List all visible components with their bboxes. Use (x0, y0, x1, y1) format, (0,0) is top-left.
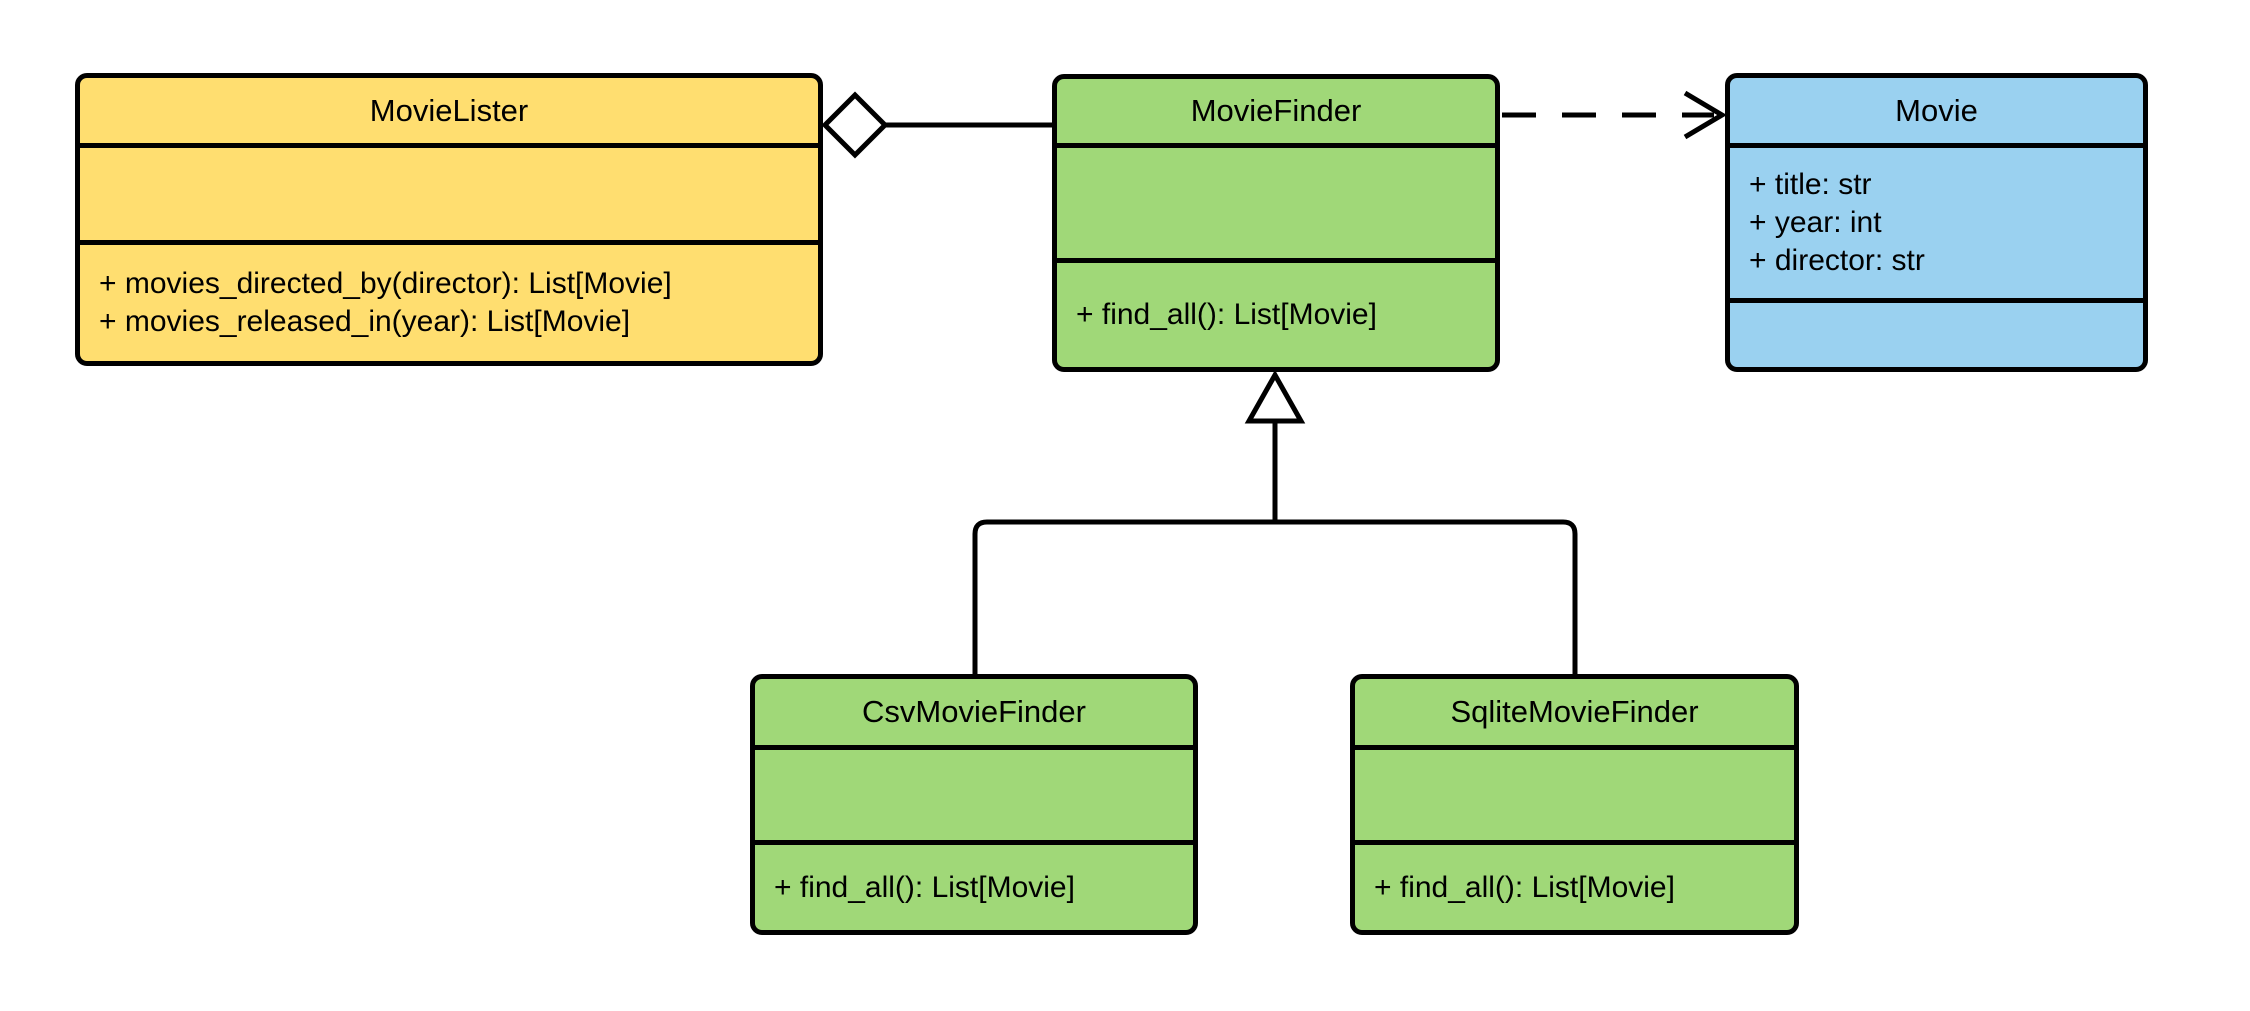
aggregation-edge[interactable] (821, 91, 1054, 159)
dependency-edge[interactable] (1502, 90, 1727, 140)
methods-compartment (1730, 298, 2143, 367)
attributes-compartment (80, 143, 818, 240)
class-title: MovieLister (369, 92, 529, 128)
inheritance-edge[interactable] (972, 369, 1578, 676)
class-title: MovieFinder (1190, 93, 1362, 128)
class-sqlitemoviefinder[interactable]: SqliteMovieFinder + find_all(): List[Mov… (1350, 674, 1799, 935)
attributes-compartment (1355, 745, 1794, 840)
methods-compartment: + find_all(): List[Movie] (1057, 258, 1495, 367)
class-movielister[interactable]: MovieLister + movies_directed_by(directo… (75, 73, 823, 366)
class-moviefinder[interactable]: MovieFinder + find_all(): List[Movie] (1052, 74, 1500, 372)
class-movie[interactable]: Movie + title: str + year: int + directo… (1725, 73, 2148, 372)
dependency-arrowhead-icon[interactable] (1683, 90, 1727, 140)
class-csvmoviefinder[interactable]: CsvMovieFinder + find_all(): List[Movie] (750, 674, 1198, 935)
methods-compartment: + find_all(): List[Movie] (1355, 840, 1794, 930)
methods-compartment: + movies_directed_by(director): List[Mov… (80, 240, 818, 361)
aggregation-diamond-icon[interactable] (821, 91, 889, 159)
attributes-compartment: + title: str + year: int + director: str (1730, 143, 2143, 298)
methods-compartment: + find_all(): List[Movie] (755, 840, 1193, 930)
inheritance-branch-line[interactable] (972, 519, 1578, 676)
inheritance-triangle-icon[interactable] (1244, 369, 1306, 424)
attributes-compartment (1057, 143, 1495, 258)
class-title: SqliteMovieFinder (1450, 694, 1699, 729)
attributes-compartment (755, 745, 1193, 840)
class-title: CsvMovieFinder (862, 694, 1086, 729)
class-title: Movie (1895, 92, 1978, 128)
